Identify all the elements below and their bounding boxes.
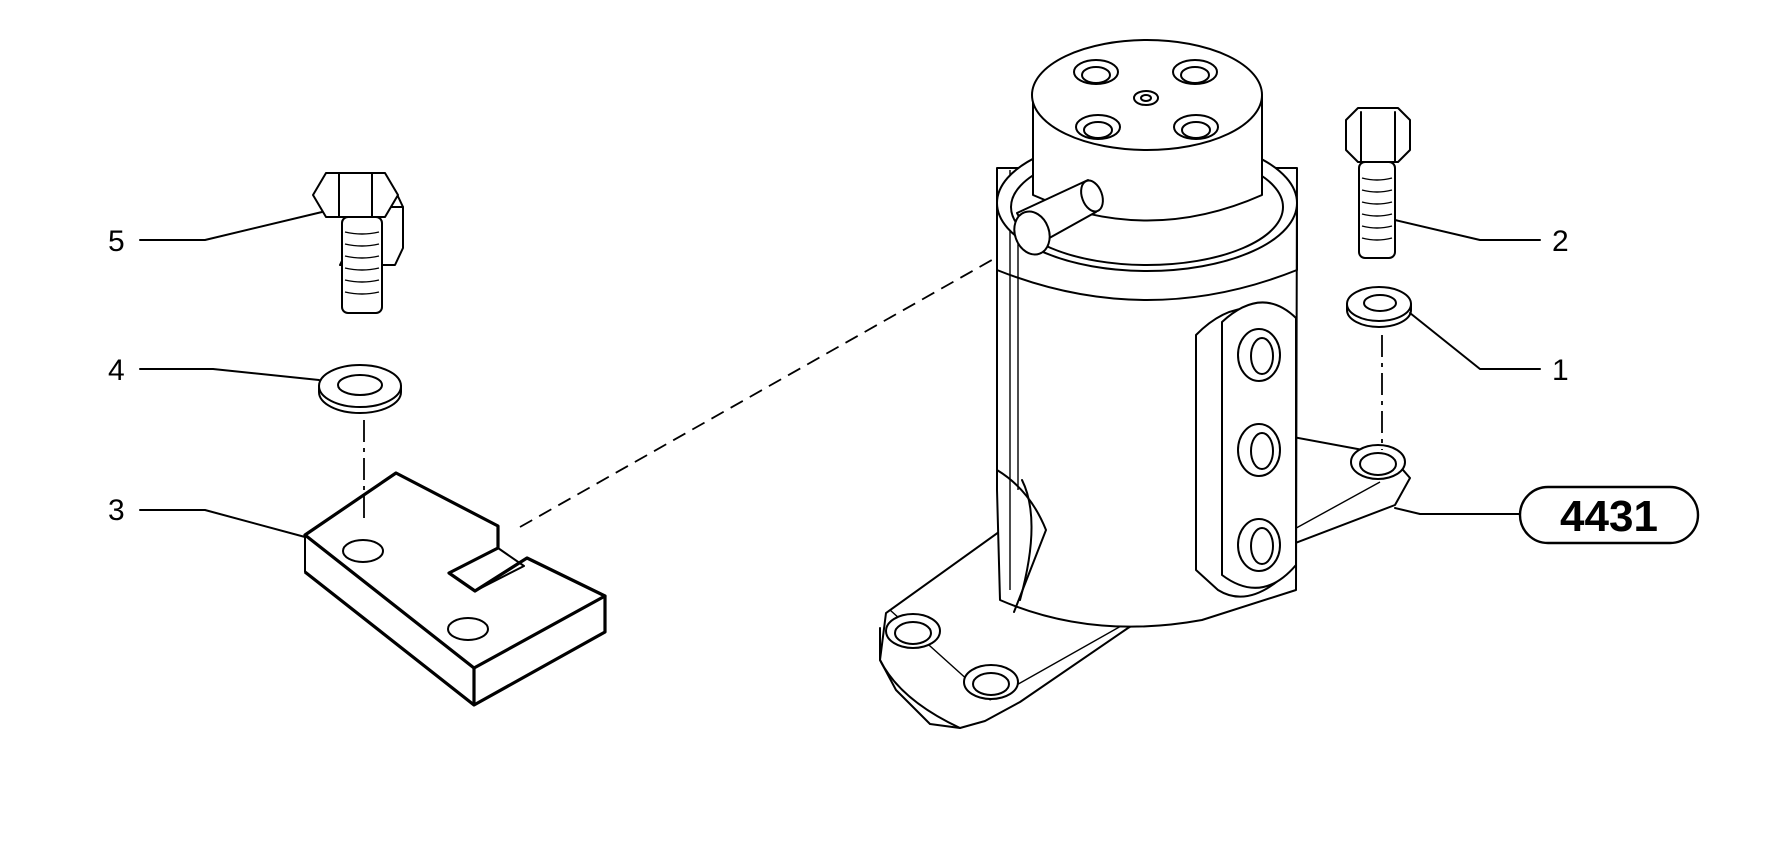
block-3 [303,471,607,707]
bolt-2 [1345,107,1411,259]
callout-2: 2 [1552,225,1569,258]
callout-3: 3 [108,494,125,527]
bolt-5 [312,172,404,314]
callout-1: 1 [1552,354,1569,387]
washer-4 [318,364,402,414]
washer-1 [1346,286,1412,328]
swivel-joint-body [879,39,1411,729]
reference-badge: 4431 [1518,485,1700,545]
reference-badge-label: 4431 [1560,492,1658,541]
callout-5: 5 [108,225,125,258]
leader-lines [139,211,1541,538]
callout-4: 4 [108,354,125,387]
alignment-line-pin [519,251,1007,528]
